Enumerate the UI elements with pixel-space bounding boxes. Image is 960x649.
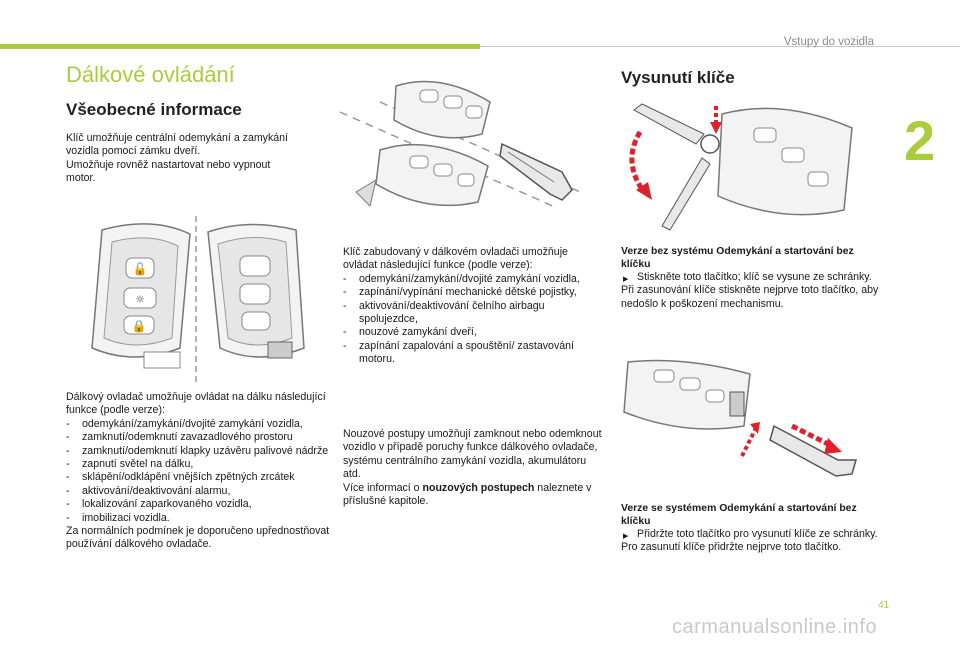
list-item: zamknutí/odemknutí zavazadlového prostor… xyxy=(66,431,331,445)
emergency-more-prefix: Více informací o xyxy=(343,481,420,494)
arrow-head xyxy=(710,122,722,134)
page-title: Dálkové ovládání xyxy=(66,62,235,87)
emergency-text: Nouzové postupy umožňují zamknout nebo o… xyxy=(343,428,602,481)
remote-functions-list: odemykání/zamykání/dvojité zamykání vozi… xyxy=(66,418,331,526)
arrow-head xyxy=(636,182,652,200)
key-blade xyxy=(769,424,857,477)
key-blade xyxy=(499,142,573,201)
list-item: aktivování/deaktivování čelního airbagu … xyxy=(343,300,605,327)
built-in-key-block: Klíč zabudovaný v dálkovém ovladači umož… xyxy=(343,246,605,367)
built-in-key-list: odemykání/zamykání/dvojité zamykání vozi… xyxy=(343,273,605,367)
list-item: odemykání/zamykání/dvojité zamykání vozi… xyxy=(66,418,331,432)
page-number: 41 xyxy=(878,600,890,611)
intro-line: Klíč umožňuje centrální odemykání a zamy… xyxy=(66,132,288,144)
intro-line: Umožňuje rovněž nastartovat nebo vypnout xyxy=(66,158,271,171)
general-intro: Klíč umožňuje centrální odemykání a zamy… xyxy=(66,132,336,186)
unfold-without-caption: Verze bez systému Odemykání a startování… xyxy=(621,246,854,270)
remote-lower xyxy=(355,143,489,207)
remote-key-front: 🔓 ☼ 🔒 xyxy=(91,223,191,369)
rotation-arrow xyxy=(629,130,647,194)
list-item: zapínání zapalování a spouštění/ zastavo… xyxy=(343,340,605,367)
list-item: aktivování/deaktivování alarmu, xyxy=(66,485,331,499)
list-item: nouzové zamykání dveří, xyxy=(343,326,605,340)
header-rule xyxy=(480,46,960,47)
intro-line: motor. xyxy=(66,172,96,185)
chapter-number: 2 xyxy=(904,109,936,172)
list-item: imobilizaci vozidla. xyxy=(66,512,331,526)
key-blade-folded xyxy=(633,103,705,145)
svg-text:🔒: 🔒 xyxy=(132,319,147,333)
unfold-without-steps: Stiskněte toto tlačítko; klíč se vysune … xyxy=(621,271,881,287)
list-item: Přidržte toto tlačítko pro vysunutí klíč… xyxy=(621,528,886,544)
list-item: zapínání/vypínání mechanické dětské poji… xyxy=(343,286,605,300)
emergency-block: Nouzové postupy umožňují zamknout nebo o… xyxy=(343,428,605,508)
press-arrow xyxy=(740,427,758,457)
key-housing xyxy=(623,359,751,430)
watermark: carmanualsonline.info xyxy=(672,616,878,638)
remote-key-back xyxy=(207,223,305,359)
svg-text:☼: ☼ xyxy=(135,293,145,306)
key-blade-extended xyxy=(661,157,711,231)
emergency-more-link: nouzových postupech xyxy=(422,481,535,494)
header-accent-bar xyxy=(0,44,480,49)
unfold-with-steps: Přidržte toto tlačítko pro vysunutí klíč… xyxy=(621,528,886,544)
unfold-without-block: Verze bez systému Odemykání a startování… xyxy=(621,245,881,311)
unfold-with-note: Pro zasunutí klíče přidržte nejprve toto… xyxy=(621,541,842,554)
unfold-with-illustration xyxy=(623,359,857,477)
unfold-with-caption: Verze se systémem Odemykání a startování… xyxy=(621,503,857,527)
unfold-heading: Vysunutí klíče xyxy=(621,68,735,87)
list-item: lokalizování zaparkovaného vozidla, xyxy=(66,498,331,512)
remote-functions-block: Dálkový ovladač umožňuje ovládat na dálk… xyxy=(66,391,331,552)
slide-arrow xyxy=(790,423,834,449)
key-housing xyxy=(700,107,853,216)
general-heading: Všeobecné informace xyxy=(66,100,242,119)
section-title: Vstupy do vozidla xyxy=(783,36,874,48)
list-item: Stiskněte toto tlačítko; klíč se vysune … xyxy=(621,271,881,287)
list-item: zapnutí světel na dálku, xyxy=(66,458,331,472)
arrow-head xyxy=(824,438,842,454)
remote-upper xyxy=(393,80,491,139)
list-item: sklápění/odklápění vnějších zpětných zrc… xyxy=(66,471,331,485)
arrow-head xyxy=(750,422,760,434)
unfold-with-block: Verze se systémem Odemykání a startování… xyxy=(621,502,886,555)
built-in-key-intro: Klíč zabudovaný v dálkovém ovladači umož… xyxy=(343,246,568,272)
unfold-without-note: Při zasunování klíče stiskněte nejprve t… xyxy=(621,284,879,310)
list-item: zamknutí/odemknutí klapky uzávěru palivo… xyxy=(66,445,331,459)
remote-key-illustration: 🔓 ☼ 🔒 xyxy=(91,216,305,386)
remote-functions-outro: Za normálních podmínek je doporučeno upř… xyxy=(66,525,330,551)
built-in-key-illustration xyxy=(339,80,581,208)
unfold-without-illustration xyxy=(629,103,853,231)
intro-line: vozidla pomocí zámku dveří. xyxy=(66,145,201,158)
emergency-more-suffix: naleznete v příslušné kapitole. xyxy=(343,481,592,508)
svg-text:🔓: 🔓 xyxy=(133,262,148,276)
emergency-more: Více informací o nouzových postupech nal… xyxy=(343,482,605,509)
list-item: odemykání/zamykání/dvojité zamykání vozi… xyxy=(343,273,605,287)
remote-functions-intro: Dálkový ovladač umožňuje ovládat na dálk… xyxy=(66,391,326,417)
